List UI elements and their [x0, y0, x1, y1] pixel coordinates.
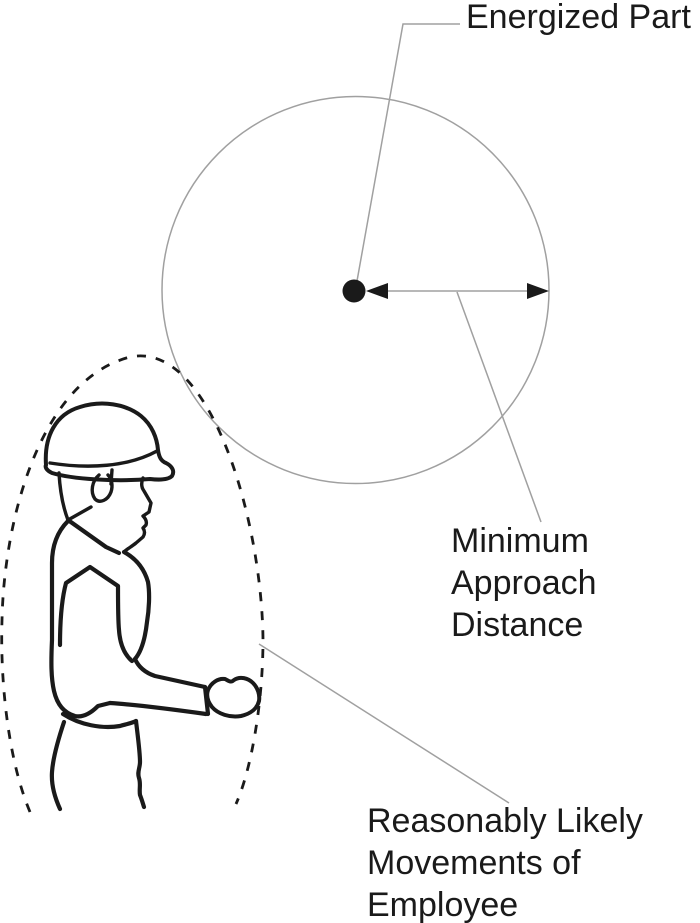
energized-part-leader-line	[356, 23, 460, 282]
approach-boundary-circle	[161, 95, 550, 485]
forearm-top	[132, 656, 208, 690]
forearm-bottom	[107, 700, 209, 717]
energized-part-dot	[342, 279, 366, 303]
collar-back	[66, 505, 93, 522]
approach-distance-arrow	[366, 283, 549, 299]
worker-figure	[43, 401, 262, 812]
head-back	[57, 471, 70, 522]
minimum-approach-leader-line	[456, 291, 542, 523]
torso-back	[49, 518, 113, 719]
ear	[90, 473, 114, 503]
reasonably-likely-movements-label: Reasonably Likely Movements of Employee	[367, 802, 643, 923]
chest-front	[121, 549, 152, 662]
waist-hem	[60, 711, 139, 730]
leg-back	[49, 719, 67, 812]
vest-outline	[57, 564, 135, 664]
minimum-approach-distance-label: Minimum Approach Distance	[451, 522, 597, 644]
shoulder-seam	[65, 517, 122, 556]
movements-leader-line	[258, 643, 510, 804]
face-profile	[122, 476, 153, 554]
energized-part-label: Energized Part	[466, 0, 691, 36]
hard-hat	[43, 401, 176, 483]
leg-front	[133, 718, 147, 810]
fist	[205, 675, 262, 719]
hard-hat-brim-line	[48, 449, 159, 468]
